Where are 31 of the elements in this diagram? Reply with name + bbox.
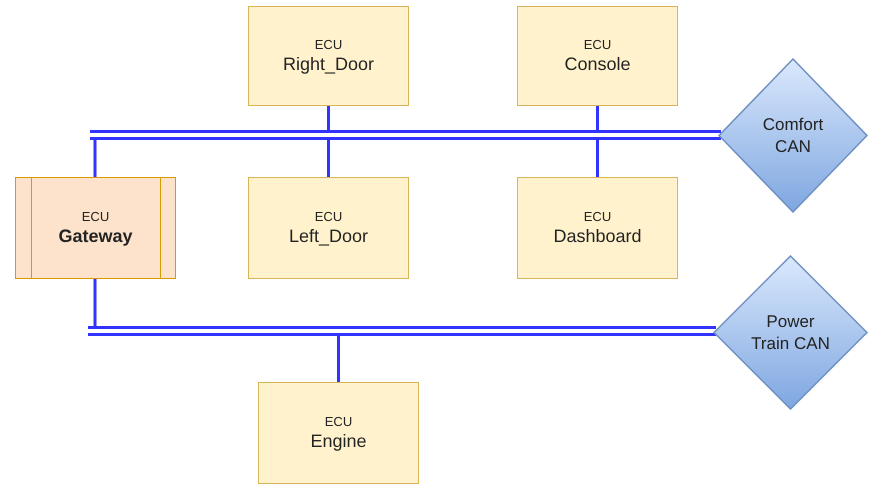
bus-connector	[94, 140, 96, 177]
node-type-label: ECU	[82, 209, 110, 225]
network-name: Comfort CAN	[762, 114, 824, 158]
node-name: Left_Door	[288, 225, 368, 247]
node-type-label: ECU	[314, 37, 342, 53]
node-name: Gateway	[58, 225, 133, 247]
bus-connector	[596, 140, 599, 177]
bus-connector	[337, 336, 340, 382]
node-type-label: ECU	[314, 209, 342, 225]
node-name: Dashboard	[553, 225, 642, 247]
bus-connector	[690, 130, 721, 140]
ecu-box	[517, 6, 678, 106]
node-type-label: ECU	[584, 37, 612, 53]
bus-connector	[327, 106, 330, 130]
node-type-label: ECU	[324, 414, 352, 430]
node-name: Right_Door	[282, 53, 374, 75]
network-name: Power Train CAN	[750, 310, 831, 354]
node-type-label: ECU	[584, 209, 612, 225]
bus-connector	[94, 279, 96, 326]
ecu-box	[517, 177, 678, 279]
ecu-box	[248, 177, 409, 279]
ecu-box	[258, 382, 419, 484]
node-name: Engine	[310, 430, 367, 452]
bus-connector	[688, 326, 716, 336]
ecu-box	[15, 177, 176, 279]
bus-line	[88, 326, 688, 336]
ecu-box	[248, 6, 409, 106]
bus-line	[90, 130, 690, 140]
bus-connector	[327, 140, 330, 177]
bus-connector	[596, 106, 599, 130]
node-name: Console	[564, 53, 631, 75]
